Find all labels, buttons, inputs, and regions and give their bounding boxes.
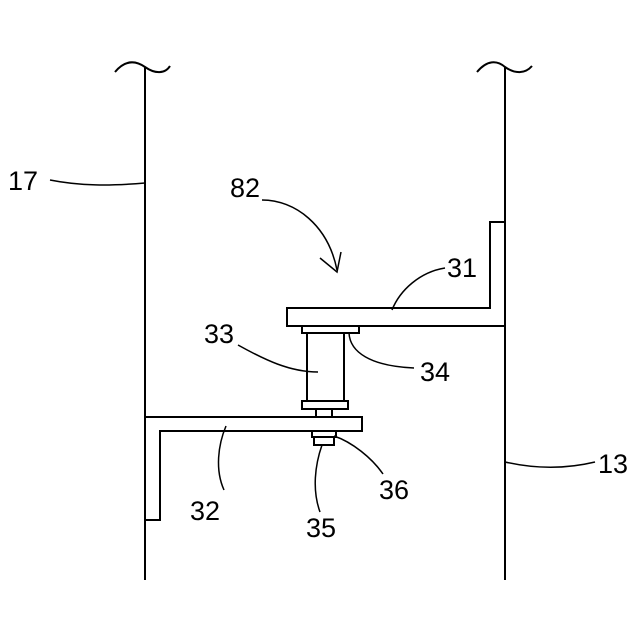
label-35: 35 bbox=[306, 513, 336, 543]
leader-36 bbox=[334, 436, 383, 474]
label-32: 32 bbox=[190, 496, 220, 526]
bolt-head bbox=[314, 437, 334, 445]
left-wall bbox=[115, 62, 170, 580]
label-36: 36 bbox=[379, 475, 409, 505]
leader-31 bbox=[392, 268, 445, 310]
label-33: 33 bbox=[204, 319, 234, 349]
label-31: 31 bbox=[447, 253, 477, 283]
upper-plate bbox=[302, 326, 359, 333]
arrow-82 bbox=[262, 200, 341, 272]
leader-34 bbox=[349, 333, 414, 368]
label-13: 13 bbox=[598, 449, 628, 479]
leader-17 bbox=[50, 180, 145, 185]
leader-13 bbox=[505, 462, 595, 467]
cylinder-base bbox=[302, 401, 348, 409]
label-82: 82 bbox=[230, 173, 260, 203]
label-34: 34 bbox=[420, 357, 450, 387]
leader-32 bbox=[218, 426, 226, 490]
cylinder bbox=[307, 333, 344, 401]
rod bbox=[316, 409, 332, 417]
lower-bracket bbox=[145, 417, 362, 520]
label-17: 17 bbox=[8, 166, 38, 196]
leader-35 bbox=[315, 445, 322, 512]
